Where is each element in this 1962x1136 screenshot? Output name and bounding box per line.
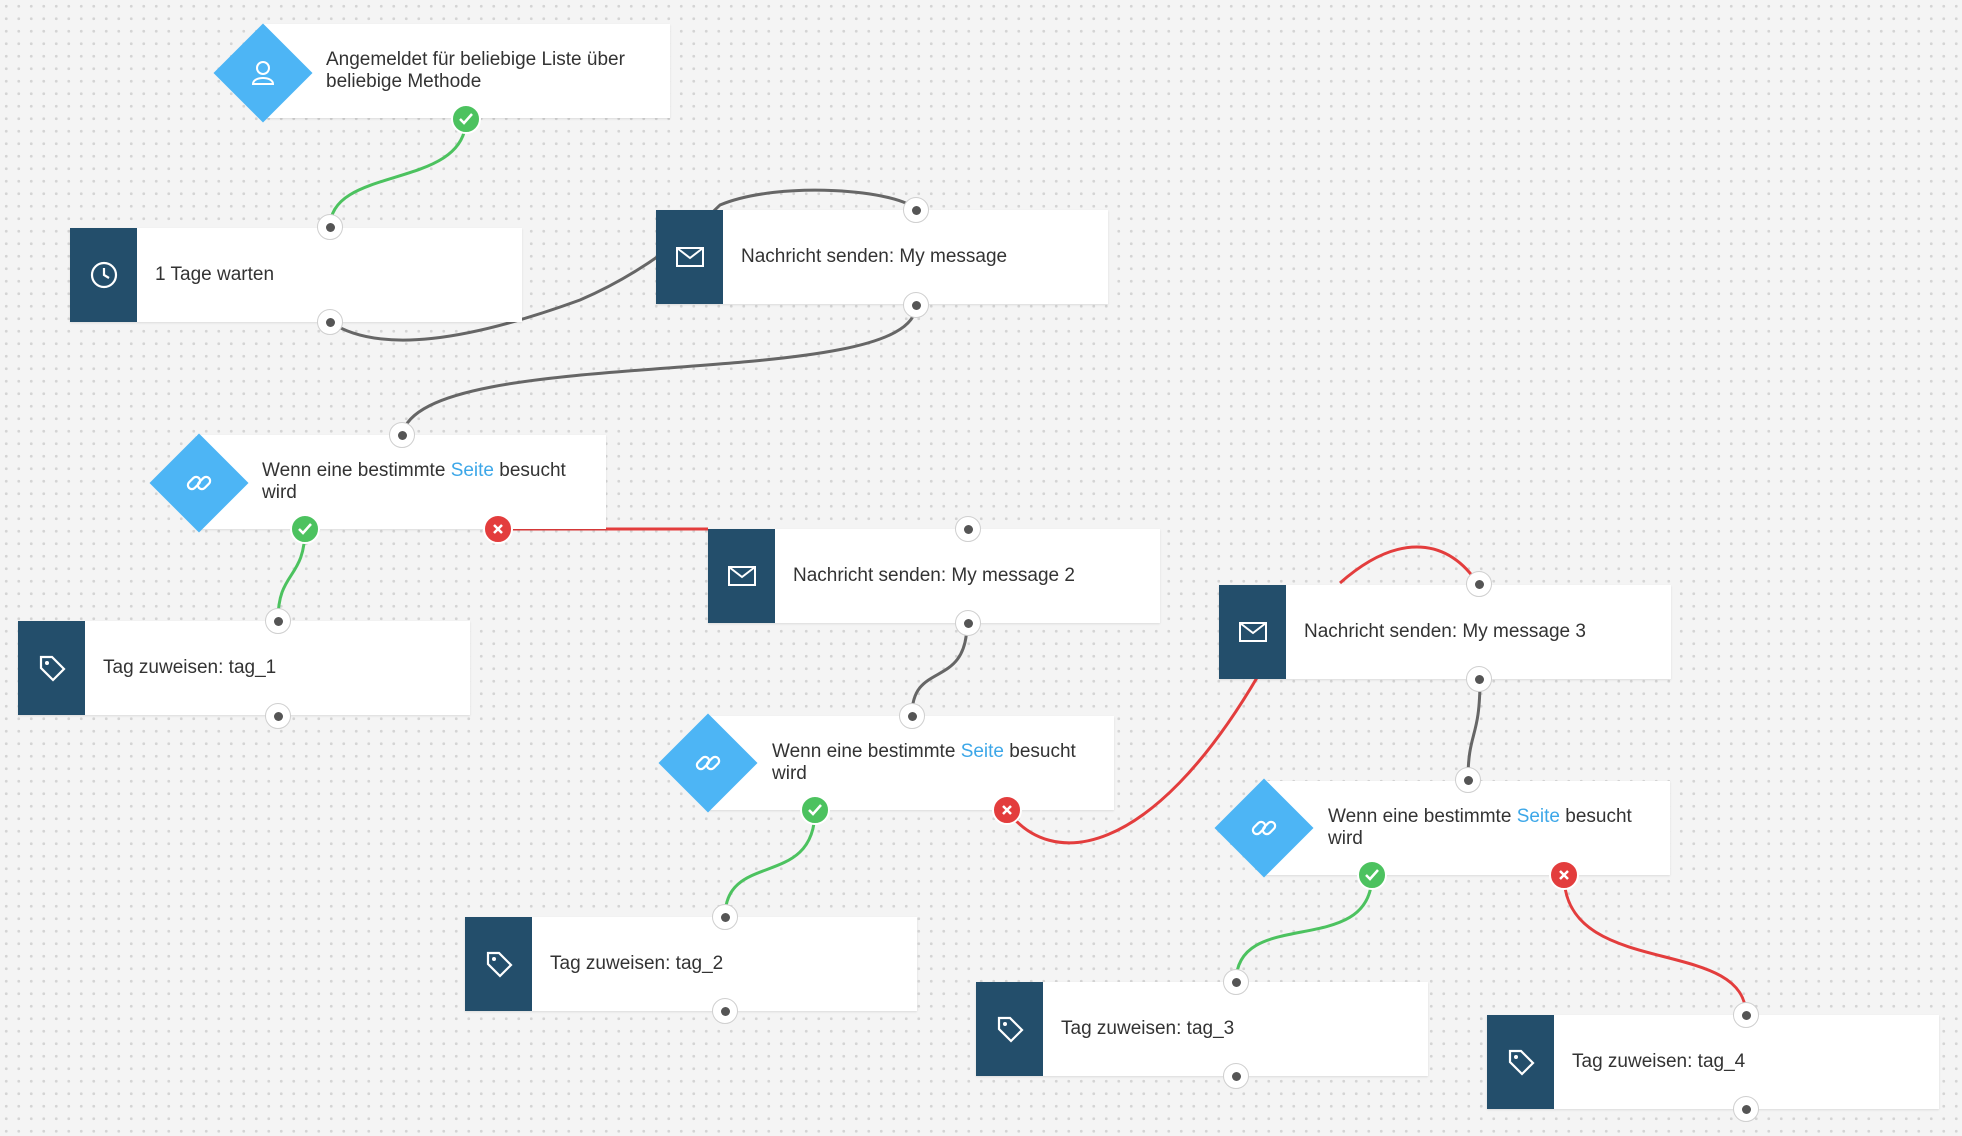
node-tag-1-tile [18,621,85,715]
node-tag-1-label: Tag zuweisen: tag_1 [103,657,277,678]
node-message-2-output-port[interactable] [955,610,981,636]
node-message-1-tile [656,210,723,304]
node-tag-4-label: Tag zuweisen: tag_4 [1572,1051,1746,1072]
node-tag-2-input-port[interactable] [712,904,738,930]
node-condition-2-no-output[interactable] [992,795,1022,825]
condition-2-text-pre: Wenn eine bestimmte [772,741,961,762]
link-icon [695,755,721,771]
node-tag-3-input-port[interactable] [1223,969,1249,995]
node-message-2-input-port[interactable] [955,516,981,542]
cross-icon [1002,805,1012,815]
node-tag-3-output-port[interactable] [1223,1063,1249,1089]
node-condition-2-label: Wenn eine bestimmte Seite besucht wird [706,741,1108,785]
node-message-2[interactable]: Nachricht senden: My message 2 [708,529,1160,623]
node-wait[interactable]: 1 Tage warten [70,228,522,322]
condition-1-text-pre: Wenn eine bestimmte [262,460,451,481]
user-icon [251,61,275,85]
clock-icon [90,261,117,289]
node-condition-3-no-output[interactable] [1549,860,1579,890]
node-message-3-input-port[interactable] [1466,571,1492,597]
node-tag-3[interactable]: Tag zuweisen: tag_3 [976,982,1428,1076]
cross-icon [1559,870,1569,880]
node-tag-1-input-port[interactable] [265,608,291,634]
check-icon [808,804,822,816]
node-condition-2[interactable]: Wenn eine bestimmte Seite besucht wird [706,716,1114,810]
condition-2-text-post: besucht wird [772,741,1076,784]
wire-condition-3-no-to-tag-4[interactable] [1562,874,1748,1016]
node-condition-2-yes-output[interactable] [800,795,830,825]
node-condition-1-diamond [149,433,249,533]
tag-icon [486,951,513,978]
node-wait-input-port[interactable] [317,214,343,240]
node-message-3-tile [1219,585,1286,679]
condition-3-text-post: besucht wird [1328,806,1632,849]
tag-icon [39,655,66,682]
wire-condition-2-yes-to-tag-2[interactable] [723,809,817,918]
node-message-3[interactable]: Nachricht senden: My message 3 [1219,585,1671,679]
node-start-yes-output[interactable] [451,104,481,134]
envelope-icon [1238,622,1267,642]
node-tag-4-tile [1487,1015,1554,1109]
envelope-icon [675,247,704,267]
check-icon [1365,869,1379,881]
condition-3-text-pre: Wenn eine bestimmte [1328,806,1517,827]
node-start-diamond [213,23,313,123]
node-condition-3-yes-output[interactable] [1357,860,1387,890]
cross-icon [493,524,503,534]
node-tag-2-tile [465,917,532,1011]
check-icon [459,113,473,125]
node-tag-1[interactable]: Tag zuweisen: tag_1 [18,621,470,715]
wire-condition-2-no-to-message-3-line[interactable] [1005,545,1480,845]
link-icon [1251,820,1277,836]
node-condition-1-label: Wenn eine bestimmte Seite besucht wird [196,460,598,504]
condition-3-page-link[interactable]: Seite [1516,806,1560,827]
node-tag-2-output-port[interactable] [712,998,738,1024]
node-condition-2-input-port[interactable] [899,703,925,729]
condition-2-page-link[interactable]: Seite [960,741,1004,762]
node-condition-1-input-port[interactable] [389,422,415,448]
check-icon [298,523,312,535]
node-message-2-tile [708,529,775,623]
node-tag-1-output-port[interactable] [265,703,291,729]
envelope-icon [727,566,756,586]
node-wait-output-port[interactable] [317,309,343,335]
wire-message-1-to-condition-1[interactable] [400,304,918,436]
link-icon [186,475,212,491]
node-wait-tile [70,228,137,322]
node-tag-2[interactable]: Tag zuweisen: tag_2 [465,917,917,1011]
node-condition-2-diamond [658,713,758,813]
node-message-3-output-port[interactable] [1466,666,1492,692]
node-condition-3-label: Wenn eine bestimmte Seite besucht wird [1262,806,1664,850]
node-tag-4-input-port[interactable] [1733,1002,1759,1028]
node-wait-label: 1 Tage warten [155,264,275,285]
node-message-1-output-port[interactable] [903,292,929,318]
node-message-3-label: Nachricht senden: My message 3 [1304,621,1586,642]
node-start-label: Angemeldet für beliebige Liste über beli… [326,49,625,92]
condition-1-page-link[interactable]: Seite [450,460,494,481]
node-tag-2-label: Tag zuweisen: tag_2 [550,953,724,974]
tag-icon [1508,1049,1535,1076]
node-start-trigger[interactable]: Angemeldet für beliebige Liste über beli… [262,24,670,118]
node-message-1-input-port[interactable] [903,197,929,223]
wire-message-3-to-condition-3[interactable] [1466,678,1482,781]
node-condition-3-diamond [1214,778,1314,878]
node-tag-4-output-port[interactable] [1733,1096,1759,1122]
wire-message-2-to-condition-2[interactable] [910,622,969,716]
node-tag-4[interactable]: Tag zuweisen: tag_4 [1487,1015,1939,1109]
wire-start-to-wait[interactable] [328,118,468,228]
condition-1-text-post: besucht wird [262,460,566,503]
node-tag-3-tile [976,982,1043,1076]
node-message-1-label: Nachricht senden: My message [741,246,1008,267]
node-tag-3-label: Tag zuweisen: tag_3 [1061,1018,1235,1039]
wire-condition-3-yes-to-tag-3[interactable] [1234,874,1374,983]
node-condition-1-no-output[interactable] [483,514,513,544]
node-condition-3-input-port[interactable] [1455,767,1481,793]
node-message-2-label: Nachricht senden: My message 2 [793,565,1075,586]
tag-icon [997,1016,1024,1043]
node-condition-3[interactable]: Wenn eine bestimmte Seite besucht wird [1262,781,1670,875]
node-condition-1-yes-output[interactable] [290,514,320,544]
node-condition-1[interactable]: Wenn eine bestimmte Seite besucht wird [196,435,606,529]
node-message-1[interactable]: Nachricht senden: My message [656,210,1108,304]
